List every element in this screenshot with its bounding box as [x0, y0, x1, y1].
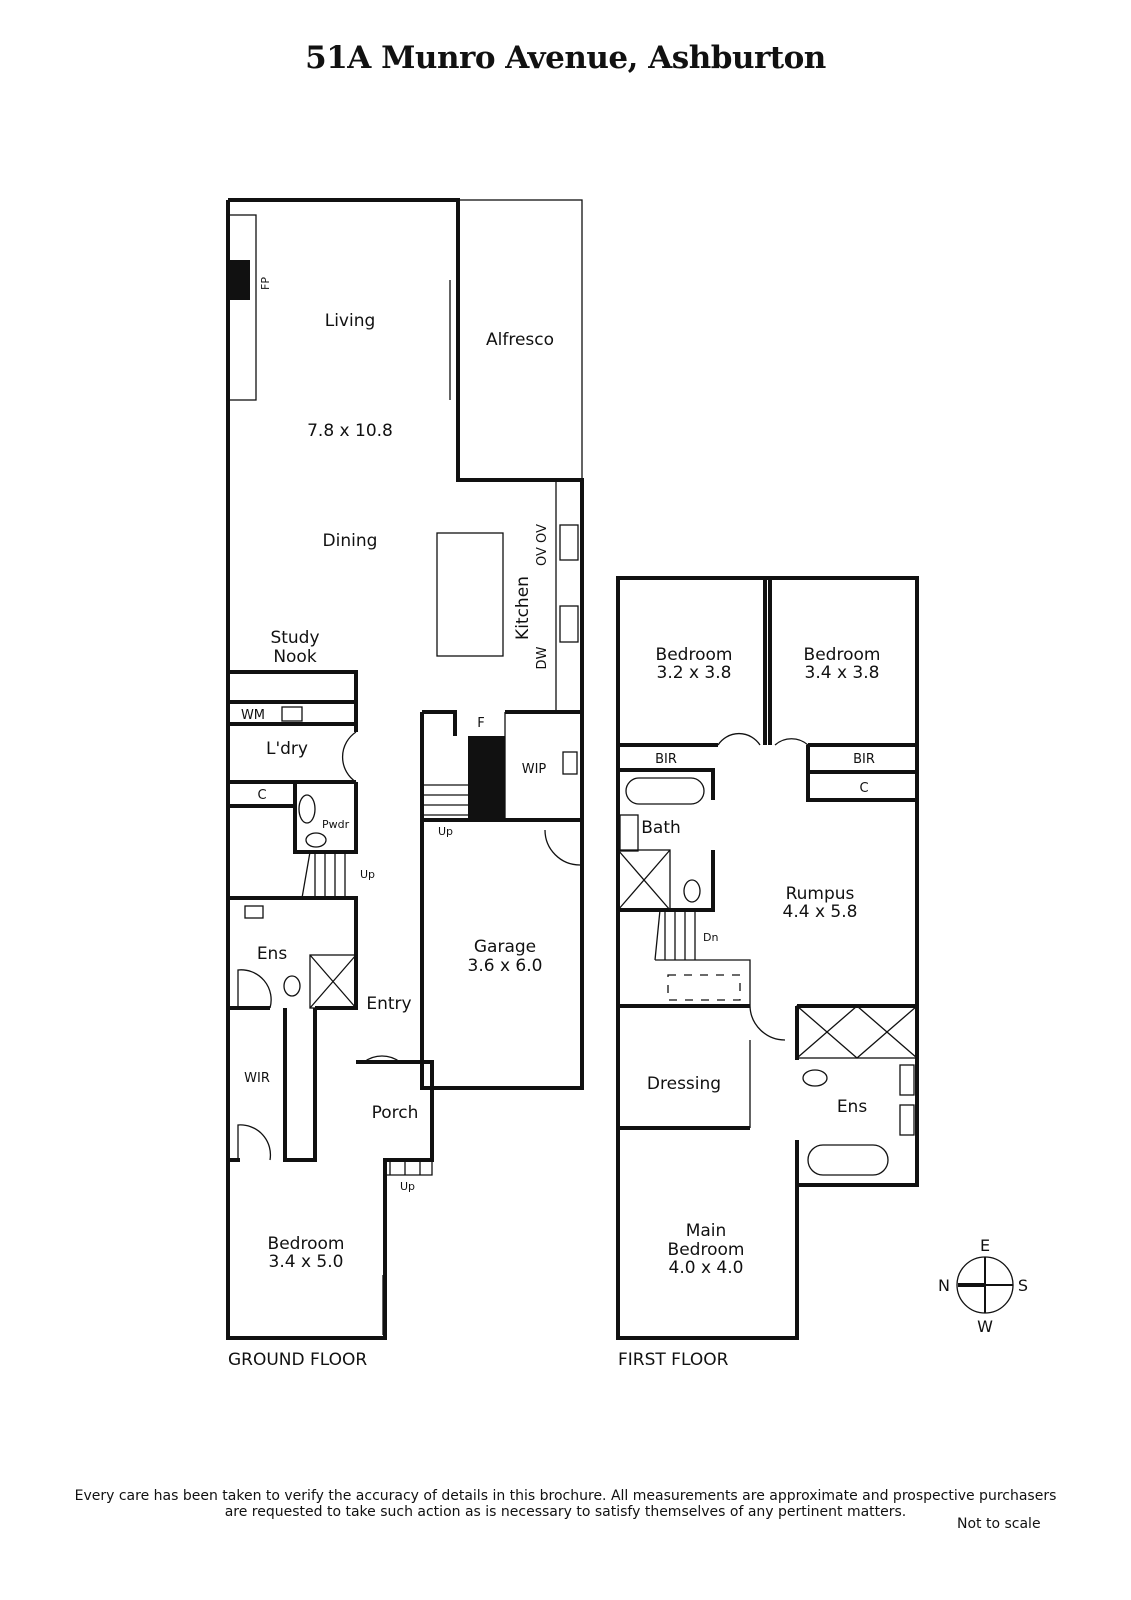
disclaimer: Every care has been taken to verify the …	[0, 1488, 1131, 1520]
bir-label-right: BIR	[853, 752, 875, 767]
room-living: Living	[325, 311, 376, 331]
cupboard-label-first: C	[859, 781, 868, 796]
cupboard-label: C	[257, 788, 266, 803]
compass-s: S	[1018, 1276, 1028, 1295]
fireplace	[228, 260, 250, 300]
stairs-up-label: Up	[360, 868, 375, 881]
room-dressing: Dressing	[647, 1074, 721, 1094]
living-dimensions: 7.8 x 10.8	[307, 421, 393, 441]
main-bedroom-dimensions: 4.0 x 4.0	[669, 1258, 744, 1278]
room-dining: Dining	[323, 531, 378, 551]
kitchen-island	[436, 532, 504, 657]
disclaimer-line-2: are requested to take such action as is …	[224, 1504, 907, 1520]
garage-stairs-up-label: Up	[438, 825, 453, 838]
first-floor-label: FIRST FLOOR	[618, 1350, 729, 1370]
washing-machine-label: WM	[241, 708, 265, 723]
fridge-label: F	[477, 716, 484, 731]
bedroom-3-dimensions: 3.4 x 3.8	[805, 663, 880, 683]
room-entry: Entry	[366, 994, 411, 1014]
room-ensuite-first: Ens	[837, 1097, 868, 1117]
compass-e: E	[980, 1236, 990, 1255]
porch-up-label: Up	[400, 1180, 415, 1193]
room-wir: WIR	[244, 1071, 270, 1086]
stairs-down-label: Dn	[703, 931, 718, 944]
room-kitchen: Kitchen	[513, 576, 533, 640]
ground-floor-labels: FP Living 7.8 x 10.8 Alfresco Dining Kit…	[228, 277, 554, 1370]
room-garage: Garage	[474, 937, 536, 957]
room-bedroom-ground: Bedroom	[268, 1234, 345, 1254]
room-ensuite: Ens	[257, 944, 288, 964]
room-porch: Porch	[372, 1103, 419, 1123]
ground-floor-plan	[226, 198, 584, 1340]
dishwasher-label: DW	[535, 646, 550, 669]
compass-icon: E N S W	[938, 1236, 1028, 1336]
compass-n: N	[938, 1276, 950, 1295]
room-powder: Pwdr	[322, 818, 350, 831]
room-bedroom-2: Bedroom	[656, 645, 733, 665]
compass-w: W	[977, 1317, 993, 1336]
first-floor-labels: Bedroom 3.2 x 3.8 Bedroom 3.4 x 3.8 BIR …	[618, 645, 880, 1370]
disclaimer-line-1: Every care has been taken to verify the …	[74, 1488, 1057, 1504]
room-bath: Bath	[641, 818, 681, 838]
not-to-scale-note: Not to scale	[957, 1516, 1041, 1532]
rumpus-dimensions: 4.4 x 5.8	[783, 902, 858, 922]
garage-dimensions: 3.6 x 6.0	[468, 956, 543, 976]
bir-label-left: BIR	[655, 752, 677, 767]
room-study-nook-2: Nook	[273, 647, 317, 667]
oven-label: OV OV	[535, 524, 550, 566]
room-wip: WIP	[522, 762, 547, 777]
room-bedroom-3: Bedroom	[804, 645, 881, 665]
first-floor-plan	[616, 576, 919, 1340]
room-study-nook: Study	[270, 628, 319, 648]
ground-floor-label: GROUND FLOOR	[228, 1350, 367, 1370]
room-rumpus: Rumpus	[786, 884, 855, 904]
bedroom-ground-dimensions: 3.4 x 5.0	[269, 1252, 344, 1272]
page-title: 51A Munro Avenue, Ashburton	[305, 40, 826, 76]
fireplace-label: FP	[259, 277, 272, 290]
bedroom-2-dimensions: 3.2 x 3.8	[657, 663, 732, 683]
room-alfresco: Alfresco	[486, 330, 554, 350]
room-laundry: L'dry	[266, 739, 308, 759]
room-main-bedroom: Main	[686, 1221, 727, 1241]
room-main-bedroom-2: Bedroom	[668, 1240, 745, 1260]
